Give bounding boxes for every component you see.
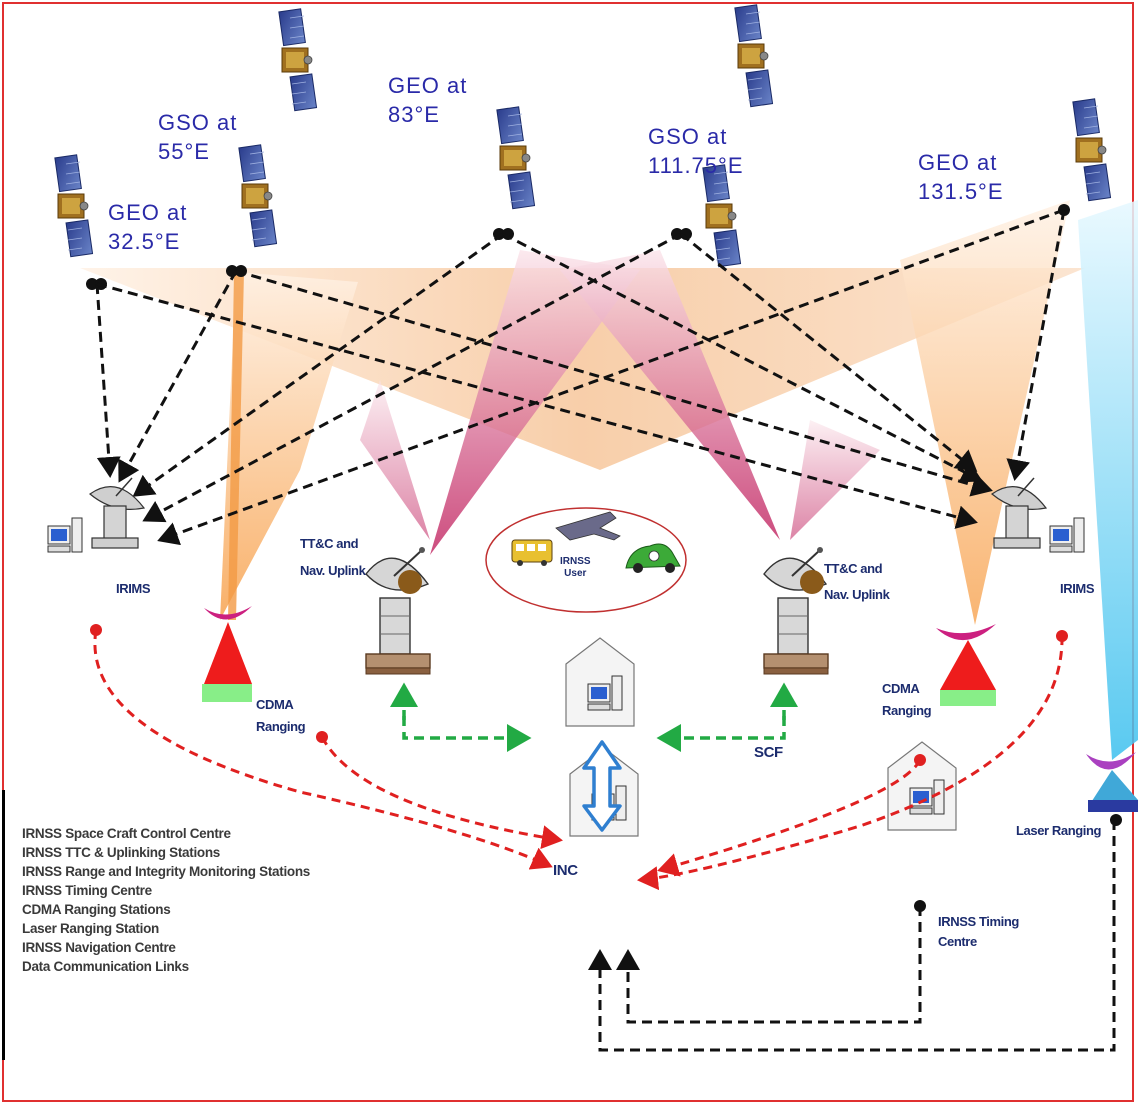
legend-item: IRNSS Navigation Centre xyxy=(22,940,176,955)
car-icon xyxy=(625,543,681,573)
cdma-right-station-icon xyxy=(936,624,996,706)
bus-icon xyxy=(511,539,553,566)
irims-right-computer-icon xyxy=(1049,517,1085,553)
legend-item: CDMA Ranging Stations xyxy=(22,902,171,917)
laser-ranging-label: Laser Ranging xyxy=(1016,823,1102,838)
legend-item: Data Communication Links xyxy=(22,959,189,974)
satellite-label-geo-83: GEO at 83°E xyxy=(388,73,468,127)
satellite-links xyxy=(95,208,1066,546)
satellite-label-geo-32-5: GEO at 32.5°E xyxy=(108,200,188,254)
ttc-right-label: TT&C and Nav. Uplink xyxy=(824,561,890,602)
satellite-label-geo-131-5: GEO at 131.5°E xyxy=(918,150,1004,204)
irnss-user-label: IRNSS User xyxy=(560,556,591,579)
timing-centre-label: IRNSS Timing Centre xyxy=(938,914,1019,949)
irims-left-computer-icon xyxy=(47,517,83,553)
legend-item: IRNSS Timing Centre xyxy=(22,883,152,898)
legend: IRNSS Space Craft Control Centre IRNSS T… xyxy=(22,824,402,976)
cdma-left-station-icon xyxy=(202,606,252,702)
satellite-icon xyxy=(1072,98,1112,202)
ttc-left-label: TT&C and Nav. Uplink xyxy=(300,536,366,578)
irnss-architecture-diagram xyxy=(47,4,1138,1052)
satellite-icon xyxy=(238,144,278,248)
scf-inc-link xyxy=(582,740,622,832)
irims-right-label: IRIMS xyxy=(1060,581,1095,596)
antenna-feed xyxy=(398,570,422,594)
satellite-label-gso-55: GSO at 55°E xyxy=(158,110,238,164)
legend-item: Laser Ranging Station xyxy=(22,921,159,936)
airplane-icon xyxy=(555,511,621,541)
scf-label: SCF xyxy=(754,744,783,761)
timing-laser-links xyxy=(588,820,1116,1052)
inc-label: INC xyxy=(553,862,578,879)
ttc-left-dish-icon xyxy=(365,546,431,675)
ttc-right-dish-icon xyxy=(763,546,829,675)
satellite-icon xyxy=(278,8,318,112)
legend-item: IRNSS TTC & Uplinking Stations xyxy=(22,845,221,860)
divider xyxy=(2,790,5,1060)
timing-laser-nodes xyxy=(914,814,1122,912)
legend-item: IRNSS Range and Integrity Monitoring Sta… xyxy=(22,864,311,879)
legend-item: IRNSS Space Craft Control Centre xyxy=(22,826,231,841)
satellite-icon xyxy=(496,106,536,210)
satellite-icon xyxy=(734,4,774,108)
irims-left-dish-icon xyxy=(89,477,145,549)
satellite-label-gso-111-75: GSO at 111.75°E xyxy=(648,124,744,178)
ranging-link-nodes xyxy=(90,624,1068,766)
antenna-feed xyxy=(800,570,824,594)
satellite-icon xyxy=(702,164,742,268)
scf-uplink-links xyxy=(390,682,798,752)
cdma-left-label: CDMA Ranging xyxy=(256,697,306,734)
scf-building-icon xyxy=(566,638,634,726)
satellite-icon xyxy=(54,154,94,258)
ranging-links xyxy=(93,629,1064,891)
cdma-right-label: CDMA Ranging xyxy=(882,681,932,718)
laser-ranging-station-icon xyxy=(1086,752,1138,812)
user-oval xyxy=(485,507,687,613)
irims-left-label: IRIMS xyxy=(116,581,151,596)
